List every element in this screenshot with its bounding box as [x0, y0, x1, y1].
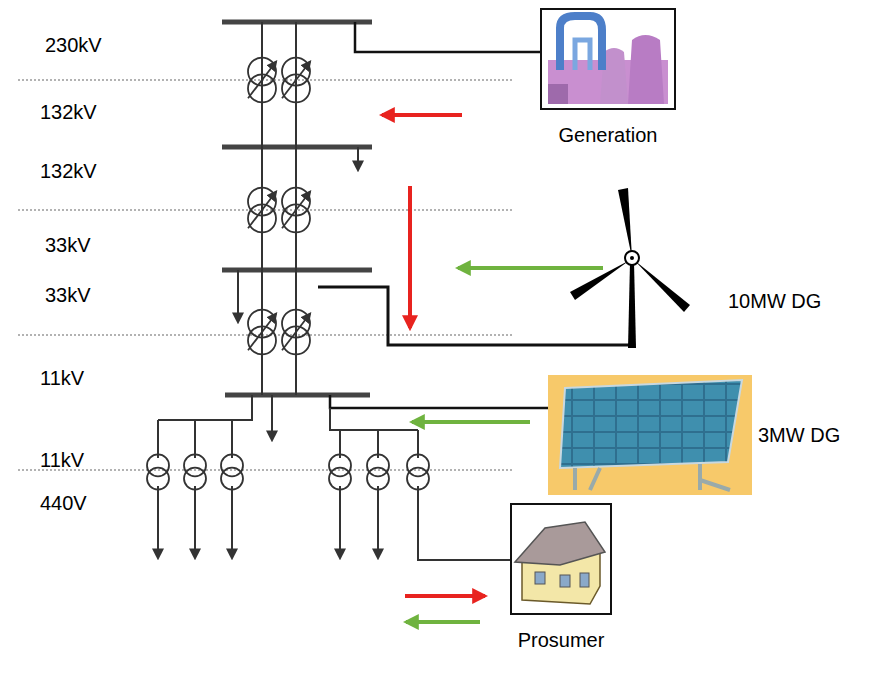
solar-panel — [548, 375, 752, 495]
transformer-symbol — [407, 454, 429, 489]
dg-flow-arrow — [458, 266, 603, 270]
wire — [231, 420, 233, 458]
wire — [271, 395, 273, 440]
wire — [261, 22, 263, 147]
dg-flow-arrow — [412, 420, 530, 424]
transformer-symbol — [282, 58, 310, 103]
node-label: 3MW DG — [758, 424, 840, 446]
solar-dg-box: 3MW DG — [548, 375, 752, 495]
wire — [355, 22, 540, 52]
transformer-symbol — [248, 188, 276, 233]
voltage-label: 230kV — [45, 34, 102, 56]
dg-flow-arrow — [406, 620, 480, 624]
voltage-label: 132kV — [40, 160, 97, 182]
voltage-label: 33kV — [45, 284, 91, 306]
voltage-label: 11kV — [40, 449, 84, 471]
voltage-label: 11kV — [40, 367, 84, 389]
wire — [157, 420, 159, 458]
wire — [237, 270, 239, 322]
voltage-boundary — [18, 79, 512, 81]
wire — [318, 287, 630, 345]
prosumer-house — [515, 522, 605, 604]
wire — [231, 486, 233, 558]
power-flow-arrows — [382, 115, 603, 622]
dg-label: 10MW DG — [728, 290, 821, 312]
voltage-label: 132kV — [40, 101, 97, 123]
transformer-symbol — [282, 310, 310, 355]
wire — [157, 486, 159, 558]
voltage-boundary — [18, 469, 512, 471]
transformer-symbol — [329, 454, 351, 489]
transformer-symbol — [248, 310, 276, 355]
wire — [194, 420, 196, 458]
voltage-label: 440V — [40, 492, 87, 514]
voltage-boundary — [18, 209, 512, 211]
transformer-symbol — [248, 58, 276, 103]
wire — [330, 395, 550, 408]
transformer-symbols — [147, 58, 429, 490]
wire — [330, 408, 418, 430]
transformer-symbol — [221, 454, 243, 489]
wire — [377, 486, 379, 558]
wire — [158, 395, 252, 420]
wire — [194, 486, 196, 558]
voltage-boundary — [18, 334, 512, 336]
wire — [225, 393, 370, 398]
generation-plant — [548, 16, 668, 104]
demand-flow-arrow — [405, 594, 485, 598]
transformer-symbol — [367, 454, 389, 489]
demand-flow-arrow — [382, 113, 462, 117]
node-label: Prosumer — [518, 629, 605, 651]
transformer-symbol — [184, 454, 206, 489]
voltage-label: 33kV — [45, 234, 91, 256]
demand-flow-arrow — [408, 186, 412, 328]
transformer-symbol — [282, 188, 310, 233]
prosumer-box: Prosumer — [510, 503, 612, 615]
transformer-symbol — [147, 454, 169, 489]
wire — [357, 147, 359, 170]
node-label: Generation — [559, 124, 658, 146]
generation-box: Generation — [540, 8, 676, 110]
wire — [339, 486, 341, 558]
wiring — [18, 22, 630, 560]
wire — [418, 486, 510, 560]
wire — [295, 22, 297, 147]
